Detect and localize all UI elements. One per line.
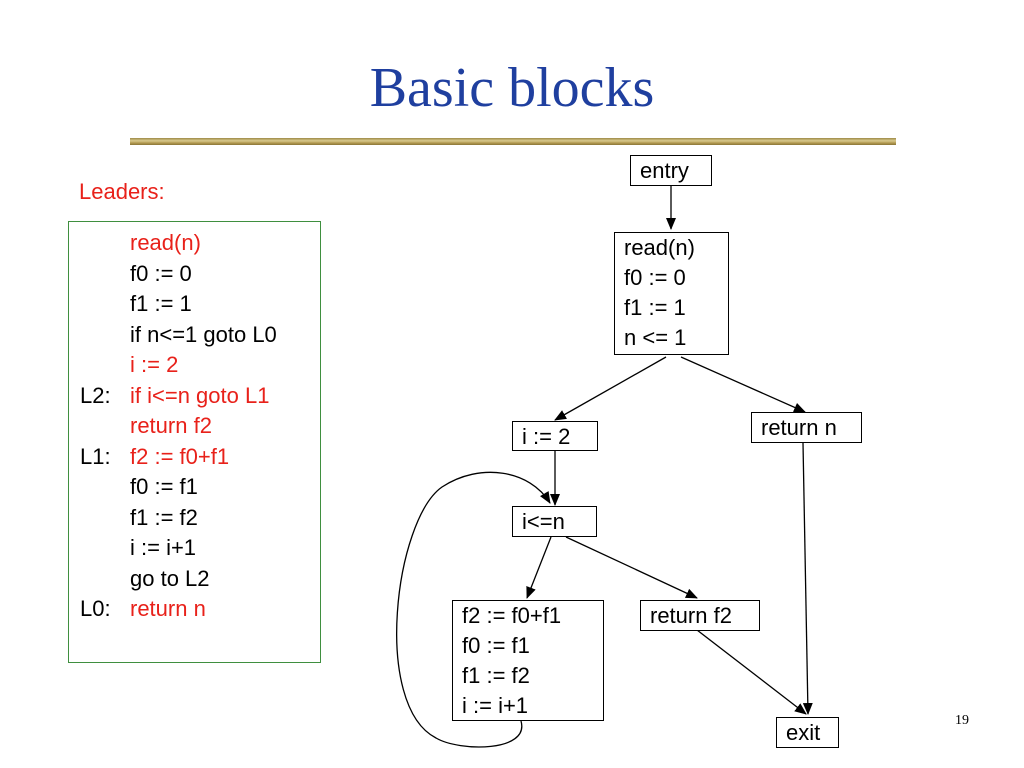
node-block1: read(n) f0 := 0 f1 := 1 n <= 1 bbox=[614, 232, 729, 355]
code-line-label: L0: bbox=[80, 596, 111, 621]
node-line: n <= 1 bbox=[624, 325, 687, 350]
code-instruction: if n<=1 goto L0 bbox=[130, 321, 277, 347]
node-return-n: return n bbox=[751, 412, 862, 443]
leader-instruction: return n bbox=[130, 596, 206, 621]
node-loop-body: f2 := f0+f1 f0 := f1 f1 := f2 i := i+1 bbox=[452, 600, 604, 721]
leader-instruction: f2 := f0+f1 bbox=[130, 443, 230, 469]
code-line-label: L1: bbox=[80, 443, 111, 469]
edge-block1-returnn bbox=[680, 356, 806, 413]
code-instruction: go to L2 bbox=[130, 565, 210, 591]
code-instruction: f1 := 1 bbox=[130, 291, 192, 316]
leader-instruction: i := 2 bbox=[130, 352, 179, 377]
node-test: i<=n bbox=[512, 506, 597, 537]
code-instruction: f1 := f2 bbox=[130, 504, 198, 530]
slide-title: Basic blocks bbox=[369, 57, 655, 119]
code-line-label: L2: bbox=[80, 382, 111, 408]
leader-instruction: return f2 bbox=[130, 413, 212, 438]
edge-test-body bbox=[526, 536, 552, 599]
node-line: f1 := 1 bbox=[624, 295, 686, 320]
edge-block1-assign bbox=[554, 356, 667, 421]
node-return-f2: return f2 bbox=[640, 600, 760, 631]
node-line: exit bbox=[786, 720, 821, 745]
node-line: i := 2 bbox=[522, 424, 571, 449]
node-line: return f2 bbox=[650, 603, 732, 628]
node-line: f0 := f1 bbox=[462, 633, 530, 658]
leader-instruction: if i<=n goto L1 bbox=[130, 382, 270, 408]
node-line: read(n) bbox=[624, 235, 695, 260]
edge-test-returnf2 bbox=[565, 536, 698, 599]
code-instruction: i := i+1 bbox=[130, 535, 197, 560]
edge-returnn-exit bbox=[802, 442, 813, 715]
node-line: i<=n bbox=[522, 509, 565, 534]
node-line: i := i+1 bbox=[462, 693, 529, 718]
node-assign-i: i := 2 bbox=[512, 421, 598, 451]
node-line: f2 := f0+f1 bbox=[462, 603, 562, 628]
title-divider bbox=[130, 138, 896, 145]
node-line: f1 := f2 bbox=[462, 663, 530, 688]
edge-body-loop-back bbox=[396, 471, 551, 748]
code-instruction: f0 := 0 bbox=[130, 260, 192, 286]
leader-instruction: read(n) bbox=[130, 230, 201, 255]
edge-returnf2-exit bbox=[696, 629, 807, 715]
leaders-label: Leaders: bbox=[79, 179, 165, 204]
node-line: f0 := 0 bbox=[624, 265, 686, 290]
node-line: entry bbox=[640, 158, 689, 183]
code-listing-box bbox=[68, 221, 321, 663]
node-entry: entry bbox=[630, 155, 712, 186]
node-exit: exit bbox=[776, 717, 839, 748]
code-instruction: f0 := f1 bbox=[130, 474, 198, 499]
node-line: return n bbox=[761, 415, 837, 440]
page-number: 19 bbox=[955, 713, 969, 728]
